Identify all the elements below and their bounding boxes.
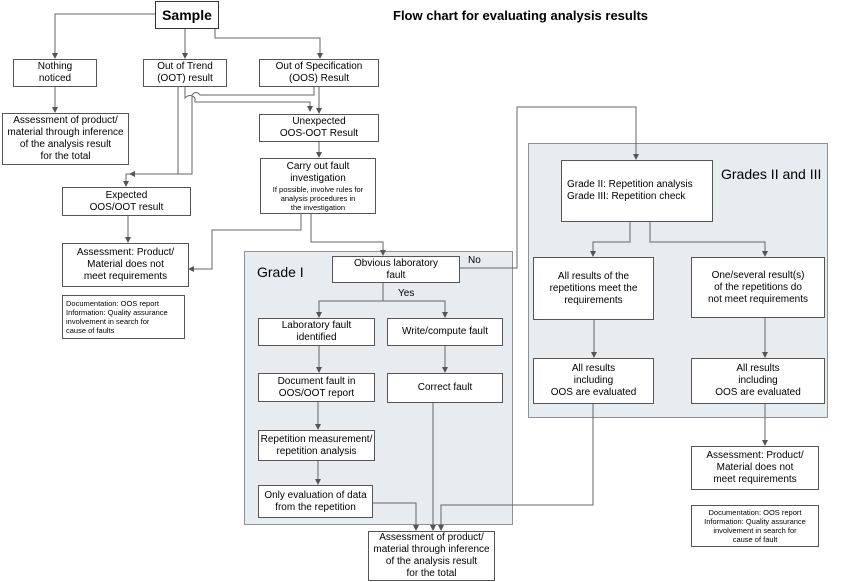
node-assessment-not-meet-left-line-2: Material does not	[87, 259, 164, 270]
node-carry-out-line-1: Carry out fault	[286, 160, 350, 172]
node-assessment-bottom-line-3: of the analysis result	[385, 556, 478, 567]
node-obvious-lab-fault-line-2: fault	[386, 269, 406, 281]
node-sample-line-1: Sample	[162, 7, 212, 23]
node-eval-b-line-1: All results	[736, 363, 780, 374]
node-nothing-noticed-line-2: noticed	[38, 73, 72, 84]
node-expected-result-line-2: OOS/OOT result	[89, 201, 164, 213]
node-assessment-bottom: Assessment of product/ material through …	[368, 531, 495, 581]
node-carry-out-line-2: investigation	[290, 172, 346, 184]
node-nothing-noticed: Nothing noticed	[13, 59, 97, 87]
node-all-meet-line-3: requirements	[564, 294, 623, 306]
node-carry-out-note-3: the investigation	[290, 202, 346, 212]
node-lab-fault-identified-line-1: Laboratory fault	[281, 320, 352, 331]
node-lab-fault-identified-line-2: identified	[296, 332, 337, 343]
node-all-results-evaluated-right: All results including OOS are evaluated	[691, 358, 825, 404]
node-grade-repetition-check: Grade II: Repetition analysis Grade III:…	[561, 160, 713, 222]
node-only-evaluation-line-1: Only evaluation of data	[264, 489, 367, 501]
node-correct-fault: Correct fault	[387, 373, 503, 403]
node-sample: Sample	[155, 1, 219, 29]
node-document-fault-line-1: Document fault in	[277, 375, 356, 387]
node-unexpected-result: Unexpected OOS-OOT Result	[259, 114, 379, 142]
node-grade-repetition-check-line-1: Grade II: Repetition analysis	[567, 179, 693, 190]
node-obvious-lab-fault-line-1: Obvious laboratory	[354, 257, 438, 269]
node-oos-result-line-2: (OOS) Result	[288, 73, 349, 84]
node-oot-result: Out of Trend (OOT) result	[143, 59, 227, 87]
node-carry-out-investigation: Carry out fault investigation If possibl…	[260, 158, 376, 214]
node-carry-out-note-1: If possible, involve rules for	[272, 184, 364, 194]
node-all-results-evaluated-left: All results including OOS are evaluated	[533, 358, 654, 404]
node-grade-repetition-check-line-2: Grade III: Repetition check	[567, 191, 686, 202]
node-some-fail-line-2: of the repetitions do	[714, 281, 802, 293]
node-write-compute-fault-line-1: Write/compute fault	[402, 326, 488, 337]
node-documentation-left: Documentation: OOS report Information: Q…	[62, 295, 185, 339]
node-only-evaluation-line-2: from the repetition	[275, 501, 356, 513]
node-eval-a-line-1: All results	[571, 363, 616, 374]
node-oos-result-line-1: Out of Specification	[275, 61, 363, 72]
region-grade-1-label: Grade I	[257, 264, 304, 280]
node-eval-a-line-3: OOS are evaluated	[550, 387, 637, 398]
node-write-compute-fault: Write/compute fault	[387, 318, 503, 346]
edge-label-no: No	[468, 255, 481, 266]
diagram-title: Flow chart for evaluating analysis resul…	[393, 8, 649, 23]
node-repetition-measurement: Repetition measurement/ repetition analy…	[258, 430, 375, 461]
node-correct-fault-line-1: Correct fault	[417, 382, 473, 393]
node-expected-result-line-1: Expected	[105, 189, 148, 201]
node-documentation-left-line-4: cause of faults	[66, 326, 115, 335]
node-document-fault-line-2: OOS/OOT report	[278, 387, 355, 399]
node-oos-result: Out of Specification (OOS) Result	[259, 59, 379, 87]
node-eval-a-line-2: including	[573, 375, 614, 386]
node-assessment-top: Assessment of product/ material through …	[2, 113, 129, 165]
node-assessment-bottom-line-4: for the total	[406, 568, 457, 579]
node-some-fail-requirements: One/several result(s) of the repetitions…	[691, 257, 825, 318]
node-assessment-not-meet-left-line-1: Assessment: Product/	[76, 247, 175, 258]
node-documentation-right-line-2: Information: Quality assurance	[704, 517, 806, 526]
node-document-fault: Document fault in OOS/OOT report	[258, 373, 375, 402]
node-lab-fault-identified: Laboratory fault identified	[258, 318, 375, 346]
node-eval-b-line-3: OOS are evaluated	[715, 387, 801, 398]
node-assessment-not-meet-left: Assessment: Product/ Material does not m…	[62, 243, 189, 287]
node-assessment-not-meet-right-line-1: Assessment: Product/	[706, 450, 804, 461]
node-assessment-top-line-1: Assessment of product/	[13, 115, 118, 126]
node-assessment-not-meet-right-line-3: meet requirements	[713, 474, 797, 485]
node-repetition-measurement-line-2: repetition analysis	[276, 445, 357, 457]
node-documentation-left-line-1: Documentation: OOS report	[66, 299, 159, 308]
node-assessment-top-line-4: for the total	[40, 151, 91, 162]
region-grades-2-3-label: Grades II and III	[721, 166, 822, 182]
node-carry-out-note-2: analysis procedures in	[280, 193, 356, 203]
node-assessment-not-meet-left-line-3: meet requirements	[83, 271, 168, 282]
edge-label-yes: Yes	[398, 288, 415, 299]
node-documentation-right-line-4: cause of fault	[732, 535, 778, 544]
node-repetition-measurement-line-1: Repetition measurement/	[260, 433, 373, 445]
node-all-meet-line-1: All results of the	[557, 270, 630, 282]
node-documentation-right-line-1: Documentation: OOS report	[708, 508, 802, 517]
node-all-meet-line-2: repetitions meet the	[549, 282, 638, 294]
node-some-fail-line-1: One/several result(s)	[711, 269, 805, 281]
node-oot-result-line-1: Out of Trend	[157, 61, 213, 72]
node-documentation-left-line-2: Information: Quality assurance	[66, 308, 168, 317]
node-assessment-not-meet-right-line-2: Material does not	[716, 462, 794, 473]
node-all-meet-requirements: All results of the repetitions meet the …	[533, 257, 654, 320]
node-only-evaluation: Only evaluation of data from the repetit…	[258, 485, 373, 518]
node-assessment-top-line-2: material through inference	[7, 127, 124, 138]
node-unexpected-result-line-2: OOS-OOT Result	[279, 128, 359, 139]
node-documentation-left-line-3: involvement in search for	[66, 317, 150, 326]
node-expected-result: Expected OOS/OOT result	[62, 187, 191, 216]
node-assessment-bottom-line-2: material through inference	[373, 544, 490, 555]
node-assessment-bottom-line-1: Assessment of product/	[379, 532, 484, 543]
node-some-fail-line-3: not meet requirements	[707, 293, 809, 305]
node-documentation-right: Documentation: OOS report Information: Q…	[691, 505, 819, 547]
node-unexpected-result-line-1: Unexpected	[292, 116, 346, 127]
node-oot-result-line-2: (OOT) result	[157, 73, 213, 84]
node-obvious-lab-fault: Obvious laboratory fault	[332, 256, 460, 283]
node-nothing-noticed-line-1: Nothing	[37, 61, 73, 72]
node-assessment-not-meet-right: Assessment: Product/ Material does not m…	[691, 446, 819, 490]
node-eval-b-line-2: including	[738, 375, 778, 386]
node-documentation-right-line-3: involvement in search for	[713, 526, 797, 535]
node-assessment-top-line-3: of the analysis result	[19, 139, 112, 150]
